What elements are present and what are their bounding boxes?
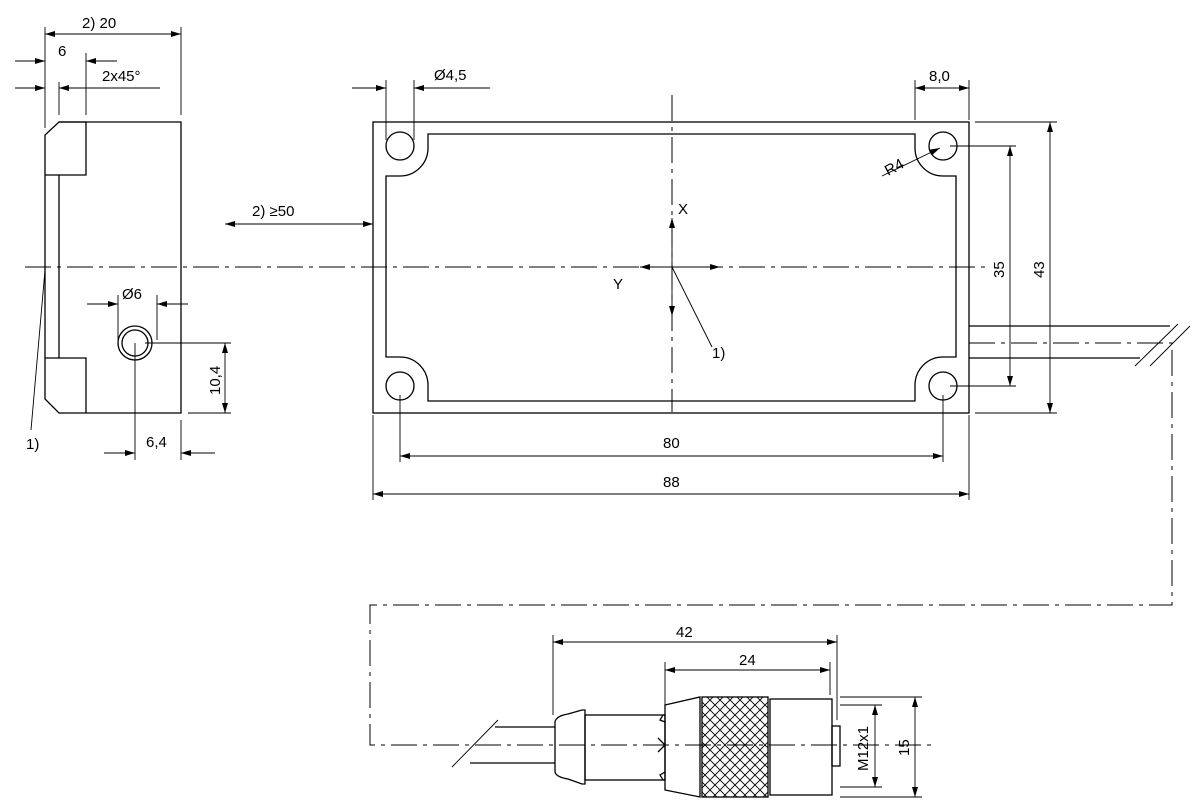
side-flange [45, 121, 87, 413]
dim-thread-label: M12x1 [855, 726, 872, 771]
mount-hole [385, 131, 415, 161]
dim-hole-diameter-label: Ø6 [122, 286, 142, 303]
housing-outline [372, 121, 970, 414]
dim-hole-offset-label: 6,4 [146, 434, 167, 451]
axis-x-label: X [678, 201, 688, 218]
dim-length-label: 88 [663, 474, 680, 491]
dim-hole-pitch-y-label: 35 [991, 261, 1008, 278]
connector-pin [831, 725, 841, 767]
dim-width-label: 2) 20 [82, 15, 116, 32]
top-note-ref: 1) [712, 345, 725, 362]
dim-total-label: 42 [676, 624, 693, 641]
dim-diameter-label: 15 [896, 739, 913, 756]
dim-chamfer-label: 2x45° [102, 68, 141, 85]
connector-boot [554, 709, 586, 785]
axis-y-label: Y [613, 276, 623, 293]
dim-hole-pitch-x-label: 80 [663, 435, 680, 452]
dim-height-label: 43 [1031, 261, 1048, 278]
side-view: 2) 20 6 2x45° Ø6 10,4 6,4 1) [15, 15, 231, 460]
connector-view: 42 24 M12x1 15 [451, 624, 922, 798]
connector-cone [657, 696, 701, 798]
housing-inner-outline [385, 133, 957, 402]
dim-ear-label: 8,0 [929, 68, 950, 85]
dim-flange-label: 6 [58, 43, 66, 60]
side-body-outline [44, 121, 182, 414]
cable-routing-line [369, 342, 1173, 746]
dim-clearance-label: 2) ≥50 [252, 203, 294, 220]
dim-nut-label: 24 [739, 652, 756, 669]
dim-radius-label: R4 [882, 156, 907, 180]
top-view: X Y 1) 2) ≥50 Ø4,5 8,0 R4 35 43 8 [225, 67, 1191, 500]
side-note-ref: 1) [26, 436, 39, 453]
dim-hole-height-label: 10,4 [207, 366, 224, 395]
knurled-nut [701, 696, 769, 798]
connector-sleeve [584, 714, 666, 781]
connector-body [769, 698, 833, 796]
dim-mount-hole-label: Ø4,5 [434, 67, 467, 84]
